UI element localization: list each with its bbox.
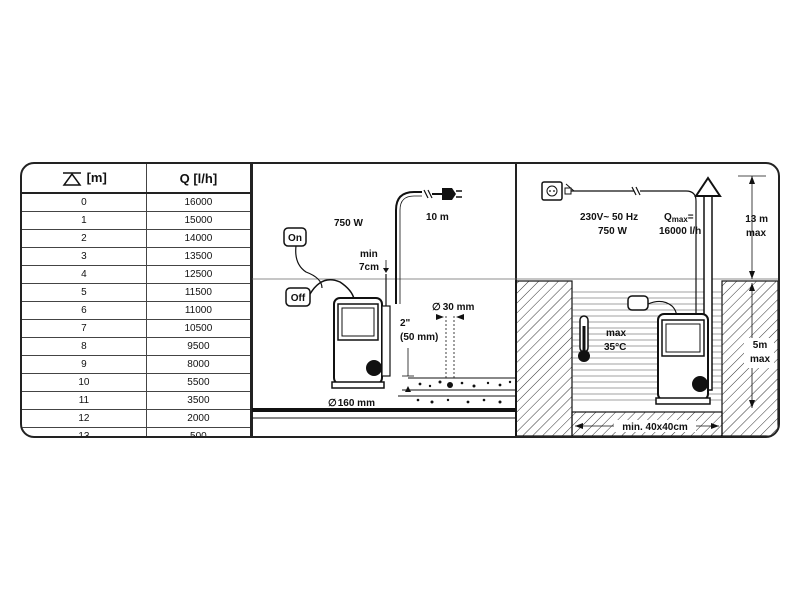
installation-pit-diagram: 230V~ 50 Hz 750 W Qmax= 16000 l/h max 35… <box>515 175 778 436</box>
plug-icon <box>442 188 456 200</box>
float-off-icon <box>285 287 311 307</box>
head-cell: 9 <box>22 355 147 374</box>
sediment-particles <box>416 380 512 404</box>
head-cell: 4 <box>22 265 147 284</box>
flow-cell: 11500 <box>146 283 252 302</box>
flow-cell: 500 <box>146 427 252 436</box>
flow-cell: 8000 <box>146 355 252 374</box>
on-label: On <box>288 233 302 244</box>
flow-cell: 5500 <box>146 373 252 392</box>
head-height-icon <box>62 172 82 186</box>
particle-size-label: ∅30 mm <box>432 302 475 313</box>
depth-value-label: 5m <box>753 340 768 351</box>
cable-length-label: 10 m <box>426 212 449 223</box>
head-cell: 2 <box>22 229 147 248</box>
head-cell: 10 <box>22 373 147 392</box>
flow-cell: 2000 <box>146 409 252 428</box>
qmax-sub: max <box>672 215 689 224</box>
pump-diameter-label: ∅160 mm <box>328 398 375 409</box>
float-switch-icon <box>627 295 649 311</box>
installation-diagrams: On Off 750 W 10 m min 7cm <box>251 164 778 436</box>
power-label-middle: 750 W <box>334 218 363 229</box>
temp-value-label: 35°C <box>604 342 626 353</box>
head-cell: 8 <box>22 337 147 356</box>
diameter-symbol-pump: ∅ <box>328 398 337 409</box>
pit-size-label: min. 40x40cm <box>622 422 688 433</box>
inch-label: 2" <box>400 318 411 329</box>
min-label: min <box>360 249 378 260</box>
qmax-eq: = <box>688 212 694 223</box>
qmax-value: 16000 l/h <box>659 226 701 237</box>
head-cell: 11 <box>22 391 147 410</box>
mm-label: (50 mm) <box>400 332 438 343</box>
voltage-label: 230V~ 50 Hz <box>580 212 638 223</box>
flow-cell: 14000 <box>146 229 252 248</box>
height-max-label: max <box>746 228 766 239</box>
min-value-label: 7cm <box>359 262 379 273</box>
float-on-icon <box>283 227 307 247</box>
flow-arrow-icon <box>694 176 722 197</box>
flow-cell: 16000 <box>146 193 252 212</box>
temp-max-label: max <box>606 328 626 339</box>
table-header-row: [m] Q [l/h] <box>22 164 252 194</box>
particle-value: 30 mm <box>443 302 475 313</box>
flow-cell: 3500 <box>146 391 252 410</box>
flow-column-header: Q [l/h] <box>146 164 252 194</box>
flow-cell: 15000 <box>146 211 252 230</box>
qmax-q: Q <box>664 212 672 223</box>
flow-cell: 9500 <box>146 337 252 356</box>
pump-diameter-value: 160 mm <box>338 398 375 409</box>
power-label-right: 750 W <box>598 226 627 237</box>
head-cell: 5 <box>22 283 147 302</box>
diameter-symbol-particle: ∅ <box>432 302 441 313</box>
qmax-label: Qmax= <box>664 212 694 224</box>
flow-cell: 10500 <box>146 319 252 338</box>
head-cell: 3 <box>22 247 147 266</box>
off-label: Off <box>291 293 306 304</box>
flow-cell: 12500 <box>146 265 252 284</box>
head-cell: 1 <box>22 211 147 230</box>
depth-max-label: max <box>750 354 770 365</box>
soil-left <box>515 280 573 436</box>
head-unit-label: [m] <box>86 170 107 186</box>
flow-cell: 11000 <box>146 301 252 320</box>
head-cell: 13 <box>22 427 147 436</box>
flow-cell: 13500 <box>146 247 252 266</box>
head-cell: 0 <box>22 193 147 212</box>
float-switch-diagram: On Off 750 W 10 m min 7cm <box>252 188 516 419</box>
head-cell: 7 <box>22 319 147 338</box>
head-column-header: [m] <box>22 164 147 194</box>
height-value-label: 13 m <box>745 214 768 225</box>
socket-icon <box>541 181 563 201</box>
head-cell: 12 <box>22 409 147 428</box>
head-cell: 6 <box>22 301 147 320</box>
